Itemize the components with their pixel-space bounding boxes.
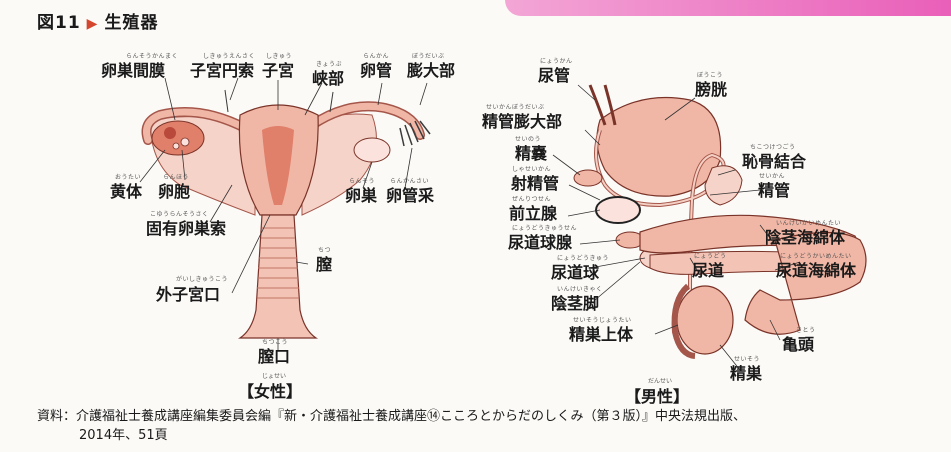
ruby-corpus-cavernosum: いんけいかいめんたい — [776, 221, 841, 227]
source-line-2: 2014年、51頁 — [37, 426, 942, 445]
label-oviduct: 卵管 — [360, 63, 392, 79]
ruby-follicle: らんほう — [163, 175, 189, 181]
label-urethral-bulb: 尿道球 — [551, 265, 599, 281]
ruby-ureter: にょうかん — [540, 59, 573, 65]
prostate-shape — [596, 197, 640, 223]
label-pubic-symphysis: 恥骨結合 — [742, 154, 806, 170]
ruby-ovarian-mesentery: らんそうかんまく — [126, 54, 178, 60]
source-citation: 資料：介護福祉士養成講座編集委員会編『新・介護福祉士養成講座⑭こころとからだのし… — [37, 407, 942, 445]
ruby-epididymis: せいそうじょうたい — [573, 318, 632, 324]
ruby-crus: いんけいきゃく — [557, 287, 603, 293]
ruby-testis: せいそう — [734, 357, 760, 363]
label-ovarian-ligament: 固有卵巣索 — [146, 221, 226, 237]
source-line-1: 資料：介護福祉士養成講座編集委員会編『新・介護福祉士養成講座⑭こころとからだのし… — [37, 407, 942, 426]
ruby-urethral-bulb: にょうどうきゅう — [557, 256, 609, 262]
ruby-oviduct: らんかん — [363, 54, 389, 60]
left-ovary — [152, 121, 204, 155]
ruby-vas-ampulla: せいかんぼうだいぶ — [486, 105, 545, 111]
testis-shape — [677, 286, 733, 354]
label-corpus-luteum: 黄体 — [110, 184, 142, 200]
label-testis: 精巣 — [730, 366, 762, 382]
ruby-corpus-spongiosum: にょうどうかいめんたい — [780, 254, 852, 260]
label-fimbriae: 卵管采 — [386, 188, 434, 204]
ruby-round-ligament: しきゅうえんさく — [203, 54, 255, 60]
label-vas-deferens: 精管 — [758, 183, 790, 199]
female-caption: 【女性】 — [238, 378, 302, 402]
label-crus: 陰茎脚 — [551, 296, 599, 312]
label-corpus-spongiosum: 尿道海綿体 — [776, 263, 856, 279]
label-glans: 亀頭 — [782, 337, 814, 353]
label-bulbourethral: 尿道球腺 — [508, 235, 572, 251]
right-ovary — [354, 138, 390, 162]
ruby-fimbriae: らんかんさい — [390, 179, 429, 185]
label-vaginal-orifice: 膣口 — [258, 349, 290, 365]
ruby-ejaculatory-duct: しゃせいかん — [512, 167, 551, 173]
label-ovary: 卵巣 — [345, 188, 377, 204]
label-epididymis: 精巣上体 — [569, 327, 633, 343]
ureter-line — [590, 85, 605, 125]
ruby-corpus-luteum: おうたい — [115, 175, 141, 181]
label-isthmus: 峡部 — [312, 71, 344, 87]
ruby-ovarian-ligament: こゆうらんそうさく — [150, 212, 209, 218]
label-follicle: 卵胞 — [158, 184, 190, 200]
ruby-isthmus: きょうぶ — [316, 62, 342, 68]
label-ejaculatory-duct: 射精管 — [511, 176, 559, 192]
label-external-os: 外子宮口 — [156, 287, 220, 303]
label-seminal-vesicle: 精嚢 — [515, 146, 547, 162]
label-round-ligament: 子宮円索 — [190, 63, 254, 79]
label-corpus-cavernosum: 陰茎海綿体 — [765, 230, 845, 246]
ruby-vaginal-orifice: ちつこう — [262, 340, 288, 346]
pubic-symphysis — [705, 166, 742, 205]
ruby-vagina: ちつ — [318, 248, 331, 254]
ruby-bulbourethral: にょうどうきゅうせん — [512, 226, 577, 232]
label-urethra: 尿道 — [692, 263, 724, 279]
ruby-pubic-symphysis: ちこつけつごう — [750, 145, 796, 151]
ruby-ovary: らんそう — [349, 179, 375, 185]
glans-shape — [745, 233, 866, 335]
label-vas-ampulla: 精管膨大部 — [482, 114, 562, 130]
vagina — [240, 215, 316, 338]
label-vagina: 膣 — [316, 257, 332, 273]
ruby-bladder: ぼうこう — [697, 73, 723, 79]
ruby-uterus: しきゅう — [266, 54, 292, 60]
ruby-glans: きとう — [796, 328, 816, 334]
ruby-prostate: ぜんりつせん — [512, 197, 551, 203]
label-ovarian-mesentery: 卵巣間膜 — [101, 63, 165, 79]
seminal-vesicle-shape — [574, 170, 602, 186]
ruby-urethra: にょうどう — [694, 254, 727, 260]
label-uterus: 子宮 — [262, 63, 294, 79]
ruby-vas-deferens: せいかん — [759, 174, 785, 180]
ruby-seminal-vesicle: せいのう — [515, 137, 541, 143]
label-ureter: 尿管 — [538, 68, 570, 84]
label-bladder: 膀胱 — [695, 82, 727, 98]
ruby-external-os: がいしきゅうこう — [176, 277, 228, 283]
label-ampulla: 膨大部 — [407, 63, 455, 79]
male-caption: 【男性】 — [625, 383, 689, 407]
label-prostate: 前立腺 — [509, 206, 557, 222]
bladder — [597, 98, 721, 197]
ruby-ampulla: ぼうだいぶ — [412, 54, 445, 60]
